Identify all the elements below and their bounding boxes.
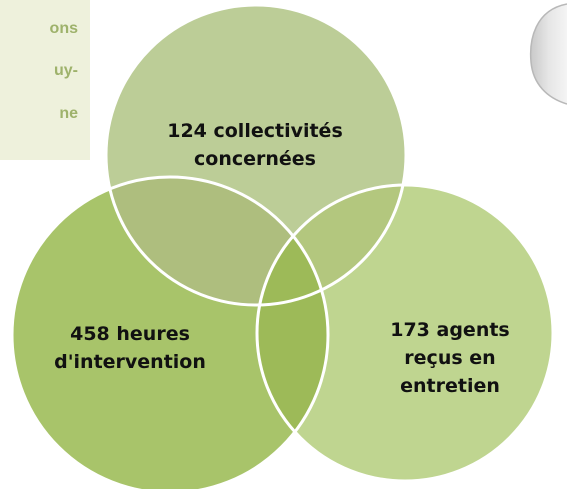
venn-label-heures: 458 heures d'intervention	[54, 323, 206, 373]
side-note-line-2: uy-	[54, 62, 78, 79]
venn-label-agents: 173 agents reçus en entretien	[390, 319, 510, 397]
venn-outline-right	[255, 183, 555, 483]
venn-overlap-top-left	[106, 177, 328, 305]
side-note-panel: ons uy- ne	[0, 0, 90, 160]
corner-disc-icon	[529, 3, 567, 105]
venn-overlap-top-right	[257, 185, 406, 305]
side-note-line-3: ne	[59, 105, 78, 122]
side-note-line-1: ons	[49, 20, 78, 37]
venn-outline-left	[10, 175, 330, 489]
venn-label-collectivites: 124 collectivités concernées	[167, 120, 343, 170]
venn-outline-top	[104, 3, 408, 307]
